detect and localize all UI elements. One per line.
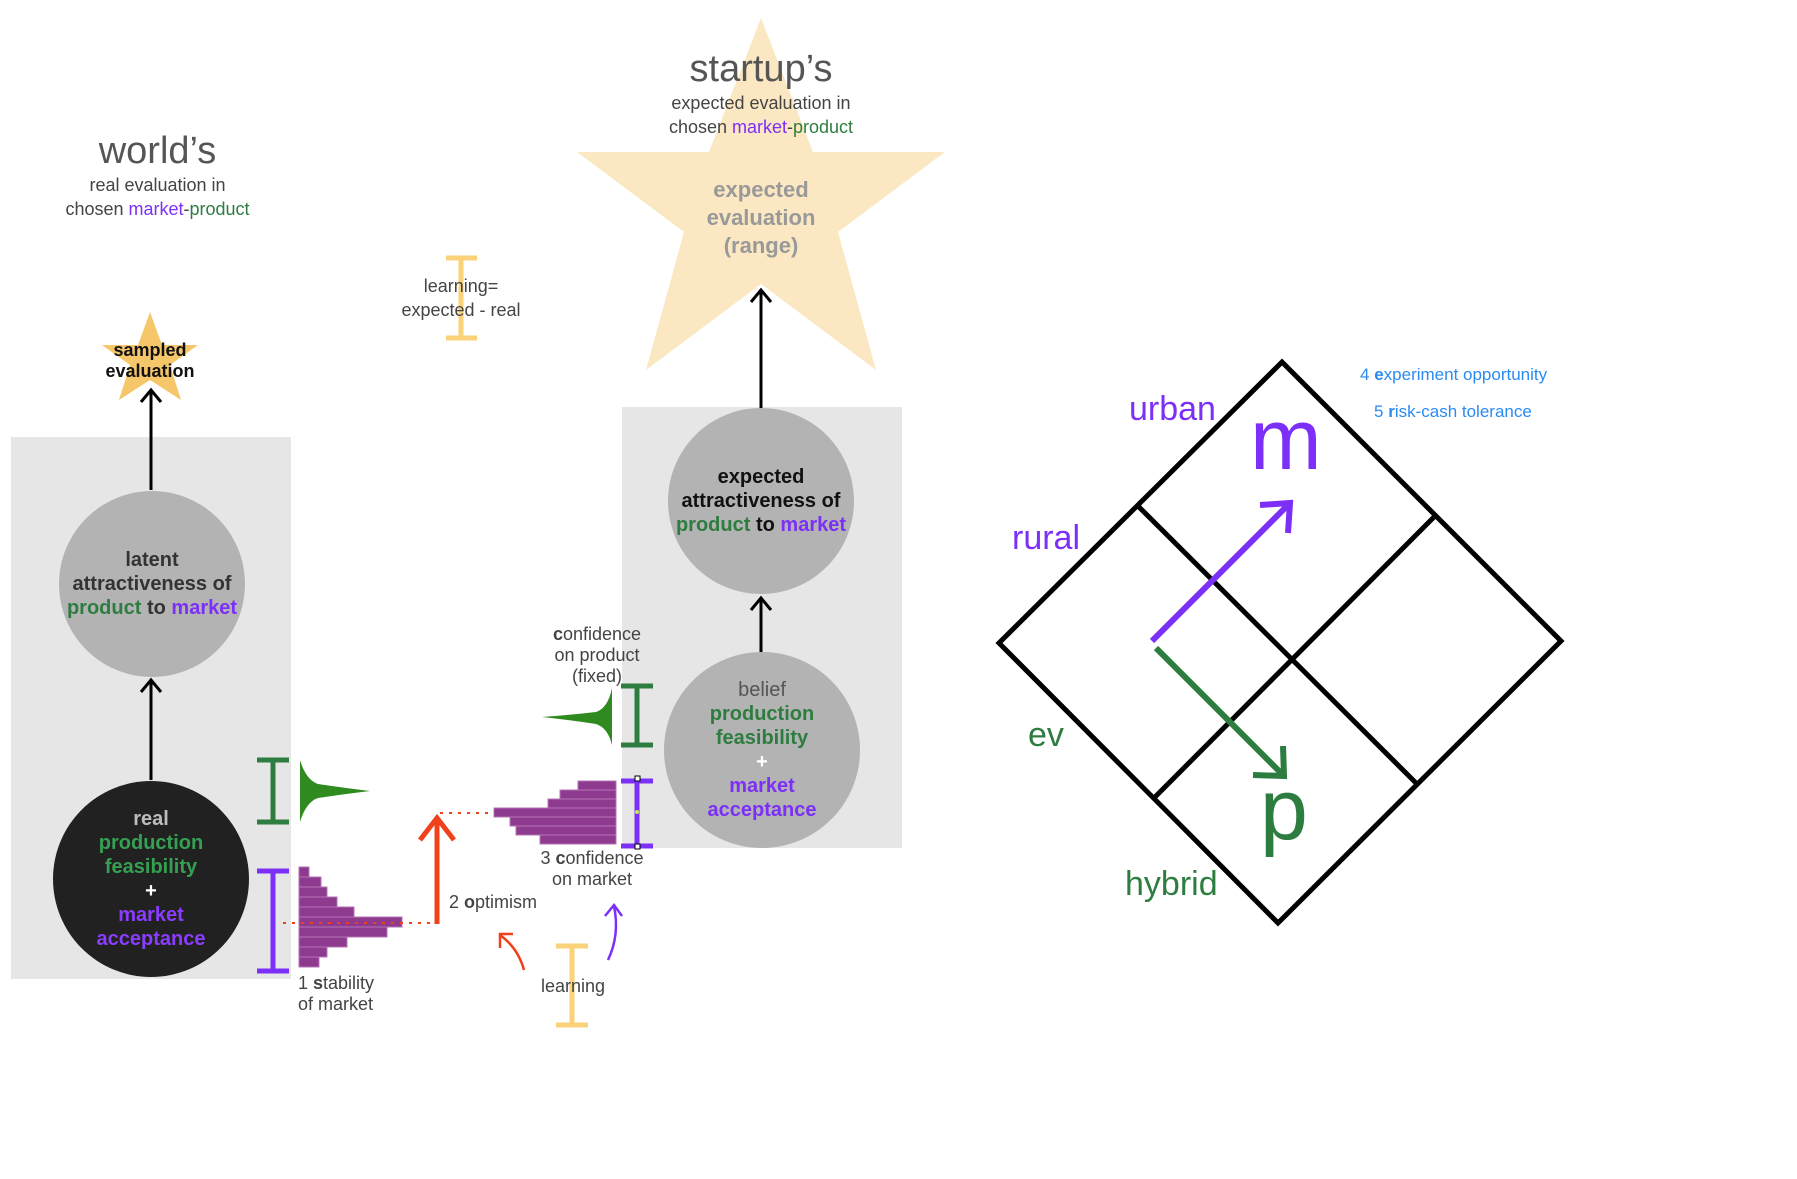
sampled-evaluation-star (102, 312, 198, 400)
learning-label: learning (540, 976, 606, 996)
latent-attractiveness-node: latent attractiveness of product to mark… (59, 491, 245, 677)
belief-feasibility-acceptance-node: belief production feasibility + market a… (664, 652, 860, 848)
product-arrow (1153, 645, 1288, 780)
world-product-confidence-bracket (257, 757, 289, 825)
legend-risk-cash-tolerance: 5 risk-cash tolerance (1374, 402, 1532, 421)
startup-title: startup’s (689, 48, 833, 90)
world-arrows (139, 387, 163, 780)
optimism-arrow (418, 813, 456, 924)
startup-product-confidence-bracket (621, 683, 653, 748)
product-axis-label: p (1260, 762, 1308, 858)
confidence-product-label: confidence on product (fixed) (552, 624, 642, 686)
learning-purple-curve-arrow (604, 902, 624, 961)
sampled-evaluation-label: sampled evaluation (105, 340, 195, 381)
world-title-block: world’s real evaluation in chosen market… (30, 130, 285, 221)
startup-product-distribution (542, 688, 612, 745)
learning-red-curve-arrow (498, 932, 526, 971)
grid-label-urban: urban (1129, 390, 1216, 428)
grid-label-hybrid: hybrid (1125, 865, 1218, 903)
world-title: world’s (98, 130, 217, 172)
grid-label-rural: rural (1012, 519, 1081, 557)
legend-experiment-opportunity: 4 experiment opportunity (1360, 365, 1548, 384)
real-feasibility-acceptance-node: real production feasibility + market acc… (53, 781, 249, 977)
startup-arrows (749, 287, 773, 652)
startup-title-block: startup’s expected evaluation in chosen … (632, 48, 890, 139)
market-product-grid (995, 358, 1565, 927)
world-market-stability-bracket (257, 868, 289, 974)
learning-bracket (556, 943, 588, 1028)
grid-label-ev: ev (1028, 716, 1064, 754)
market-axis-label: m (1250, 392, 1322, 488)
expected-evaluation-label: expected evaluation (range) (706, 177, 816, 258)
confidence-market-label: 3 confidence on market (540, 848, 644, 889)
world-product-distribution (300, 760, 370, 822)
world-sub-line2: chosen market-product (65, 199, 250, 219)
world-sub-line1: real evaluation in (89, 175, 226, 195)
expected-attractiveness-node: expected attractiveness of product to ma… (668, 408, 854, 594)
startup-sub-line1: expected evaluation in (671, 93, 851, 113)
market-arrow (1149, 499, 1294, 644)
expected-evaluation-star (577, 18, 945, 370)
learning-definition-bracket (446, 255, 477, 341)
world-market-histogram (298, 866, 403, 968)
startup-sub-line2: chosen market-product (668, 117, 854, 137)
stability-label: 1 stability of market (298, 973, 375, 1014)
learning-definition-label: learning= expected - real (401, 276, 521, 320)
startup-market-histogram (493, 780, 617, 845)
optimism-label: 2 optimism (449, 892, 538, 912)
